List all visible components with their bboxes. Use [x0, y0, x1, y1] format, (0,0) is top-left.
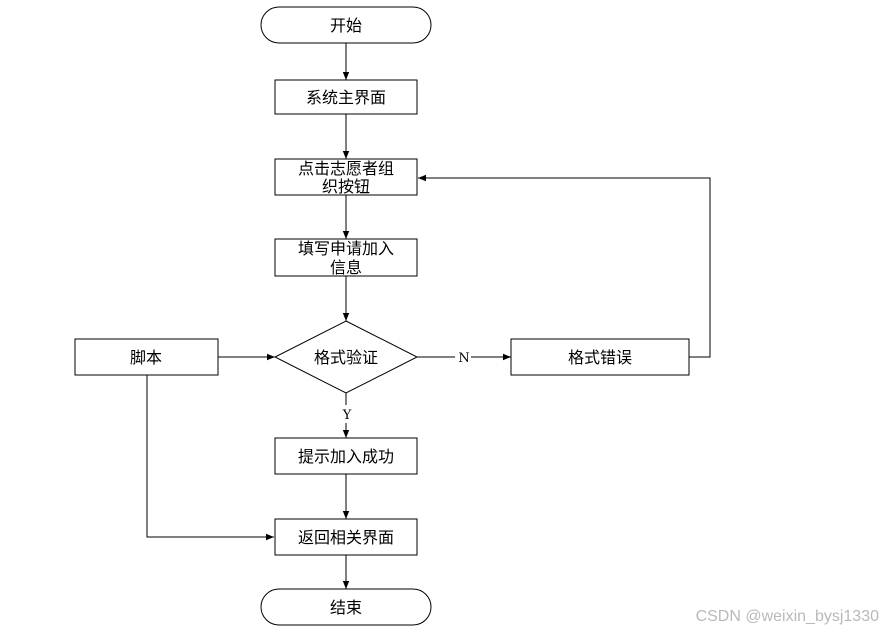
- edge-script-to-return: [146, 375, 274, 541]
- edge-label-yes: Y: [342, 408, 352, 423]
- connectors: [146, 43, 711, 589]
- script-box: [74, 338, 219, 376]
- return-box: [274, 518, 418, 556]
- end-terminator: [260, 588, 432, 626]
- script-label: 脚本: [130, 348, 162, 367]
- validate-label: 格式验证: [314, 348, 378, 367]
- format-error-label: 格式错误: [568, 348, 632, 367]
- main-ui-label: 系统主界面: [306, 88, 386, 107]
- success-label: 提示加入成功: [298, 447, 394, 466]
- n-label-bg: [455, 348, 471, 366]
- fill-info-label-line2: 信息: [330, 258, 362, 277]
- validate-decision: [273, 320, 419, 394]
- format-error-box: [510, 338, 690, 376]
- fill-info-box: [274, 238, 418, 277]
- click-button-box: [274, 158, 418, 196]
- main-ui-box: [274, 79, 418, 115]
- start-terminator: [260, 6, 432, 44]
- edge-error-loop-back: [418, 174, 711, 358]
- return-label: 返回相关界面: [298, 528, 394, 547]
- click-button-label-line1: 点击志愿者组: [298, 159, 394, 178]
- y-label-bg: [339, 405, 355, 423]
- watermark: CSDN @weixin_bysj1330: [695, 608, 879, 625]
- edge-label-no: N: [458, 351, 469, 366]
- fill-info-label-line1: 填写申请加入: [298, 239, 394, 258]
- start-label: 开始: [330, 16, 362, 35]
- success-box: [274, 437, 418, 475]
- click-button-label-line2: 织按钮: [322, 177, 370, 196]
- end-label: 结束: [330, 598, 362, 617]
